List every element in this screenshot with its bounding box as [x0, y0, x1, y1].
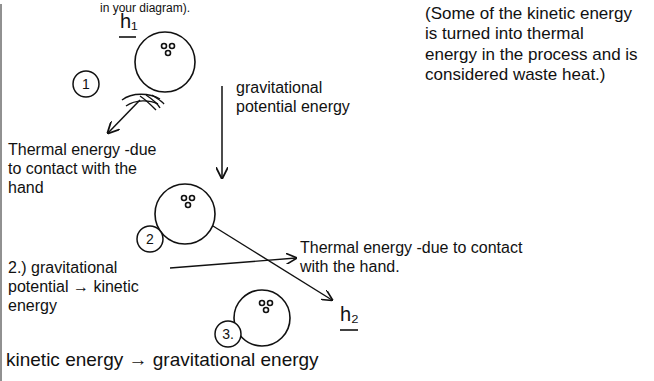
energy-arrow — [221, 86, 223, 178]
ball — [155, 184, 215, 244]
energy-label: Thermal energy -due to contact with the … — [8, 140, 168, 198]
energy-label: gravitational potential energy — [236, 78, 381, 116]
number-circle-outline — [215, 321, 241, 347]
step-number: 2 — [137, 226, 163, 252]
number-circle-outline — [137, 226, 163, 252]
step-number: 1 — [73, 71, 99, 97]
step-number: 3. — [215, 321, 241, 347]
hand-sketch — [122, 94, 164, 110]
step-number-text: 2 — [146, 231, 154, 247]
height-label: h₁ — [120, 9, 160, 33]
height-mark — [340, 329, 358, 331]
energy-label: Thermal energy -due to contact with the … — [300, 238, 550, 276]
energy-arrow — [108, 100, 140, 133]
ball — [234, 290, 290, 346]
height-mark — [119, 36, 136, 38]
step-number-text: 3. — [222, 326, 234, 342]
energy-label: 2.) gravitational potential → kinetic en… — [8, 258, 166, 316]
energy-arrow — [170, 258, 296, 268]
number-circle-outline — [73, 71, 99, 97]
step-number-text: 1 — [82, 76, 90, 92]
energy-label: kinetic energy → gravitational energy — [6, 349, 426, 372]
note: (Some of the kinetic energy is turned in… — [425, 4, 640, 86]
ball — [135, 32, 195, 92]
height-label: h₂ — [340, 302, 380, 326]
page-edge — [1, 4, 2, 381]
